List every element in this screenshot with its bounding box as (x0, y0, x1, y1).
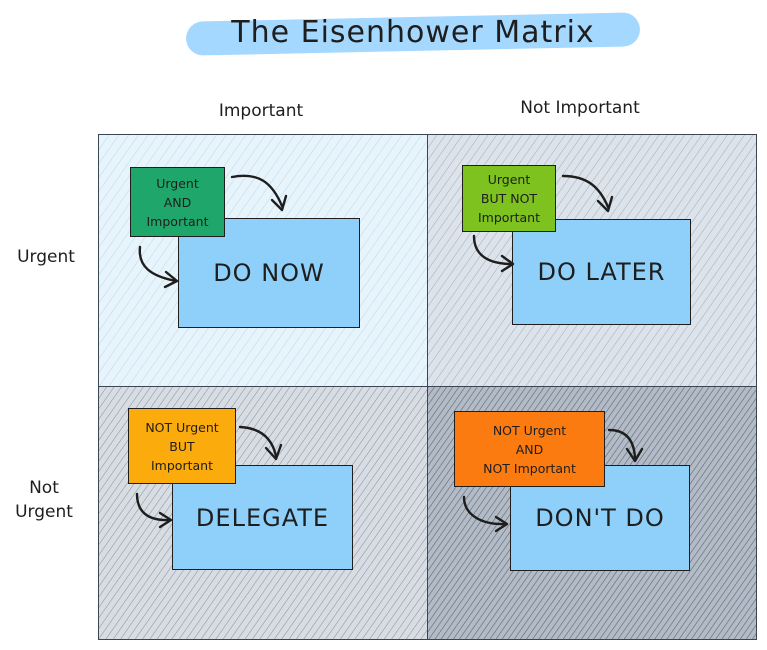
note-line: BUT NOT (480, 191, 538, 206)
row-label-not-urgent: Not Urgent (6, 476, 82, 524)
note-line: NOT Urgent (492, 422, 567, 438)
column-label-not-important: Not Important (520, 98, 640, 118)
row-label-not-urgent-text: Not Urgent (15, 478, 73, 522)
column-label-important: Important (218, 101, 304, 121)
note-line: Important (478, 210, 540, 225)
note-urgent-and-important: Urgent AND Important (130, 167, 225, 237)
note-line: AND (163, 194, 192, 210)
note-line: Important (146, 213, 209, 229)
note-line: NOT Important (483, 460, 576, 476)
note-line: Urgent (156, 175, 199, 191)
action-box-do-later: DO LATER (512, 219, 691, 325)
note-not-urgent-and-not-important: NOT Urgent AND NOT Important (454, 411, 605, 487)
note-line: AND (515, 441, 544, 457)
note-line: NOT Urgent (145, 419, 219, 435)
note-line: Urgent (487, 172, 531, 187)
row-label-urgent: Urgent (17, 247, 75, 267)
note-not-urgent-but-important: NOT Urgent BUT Important (128, 408, 236, 484)
title-area: The Eisenhower Matrix (0, 0, 767, 60)
note-line: BUT (169, 438, 195, 454)
note-line: Important (151, 457, 213, 473)
diagram-title: The Eisenhower Matrix (231, 15, 595, 50)
note-urgent-but-not-important: Urgent BUT NOT Important (462, 165, 556, 232)
